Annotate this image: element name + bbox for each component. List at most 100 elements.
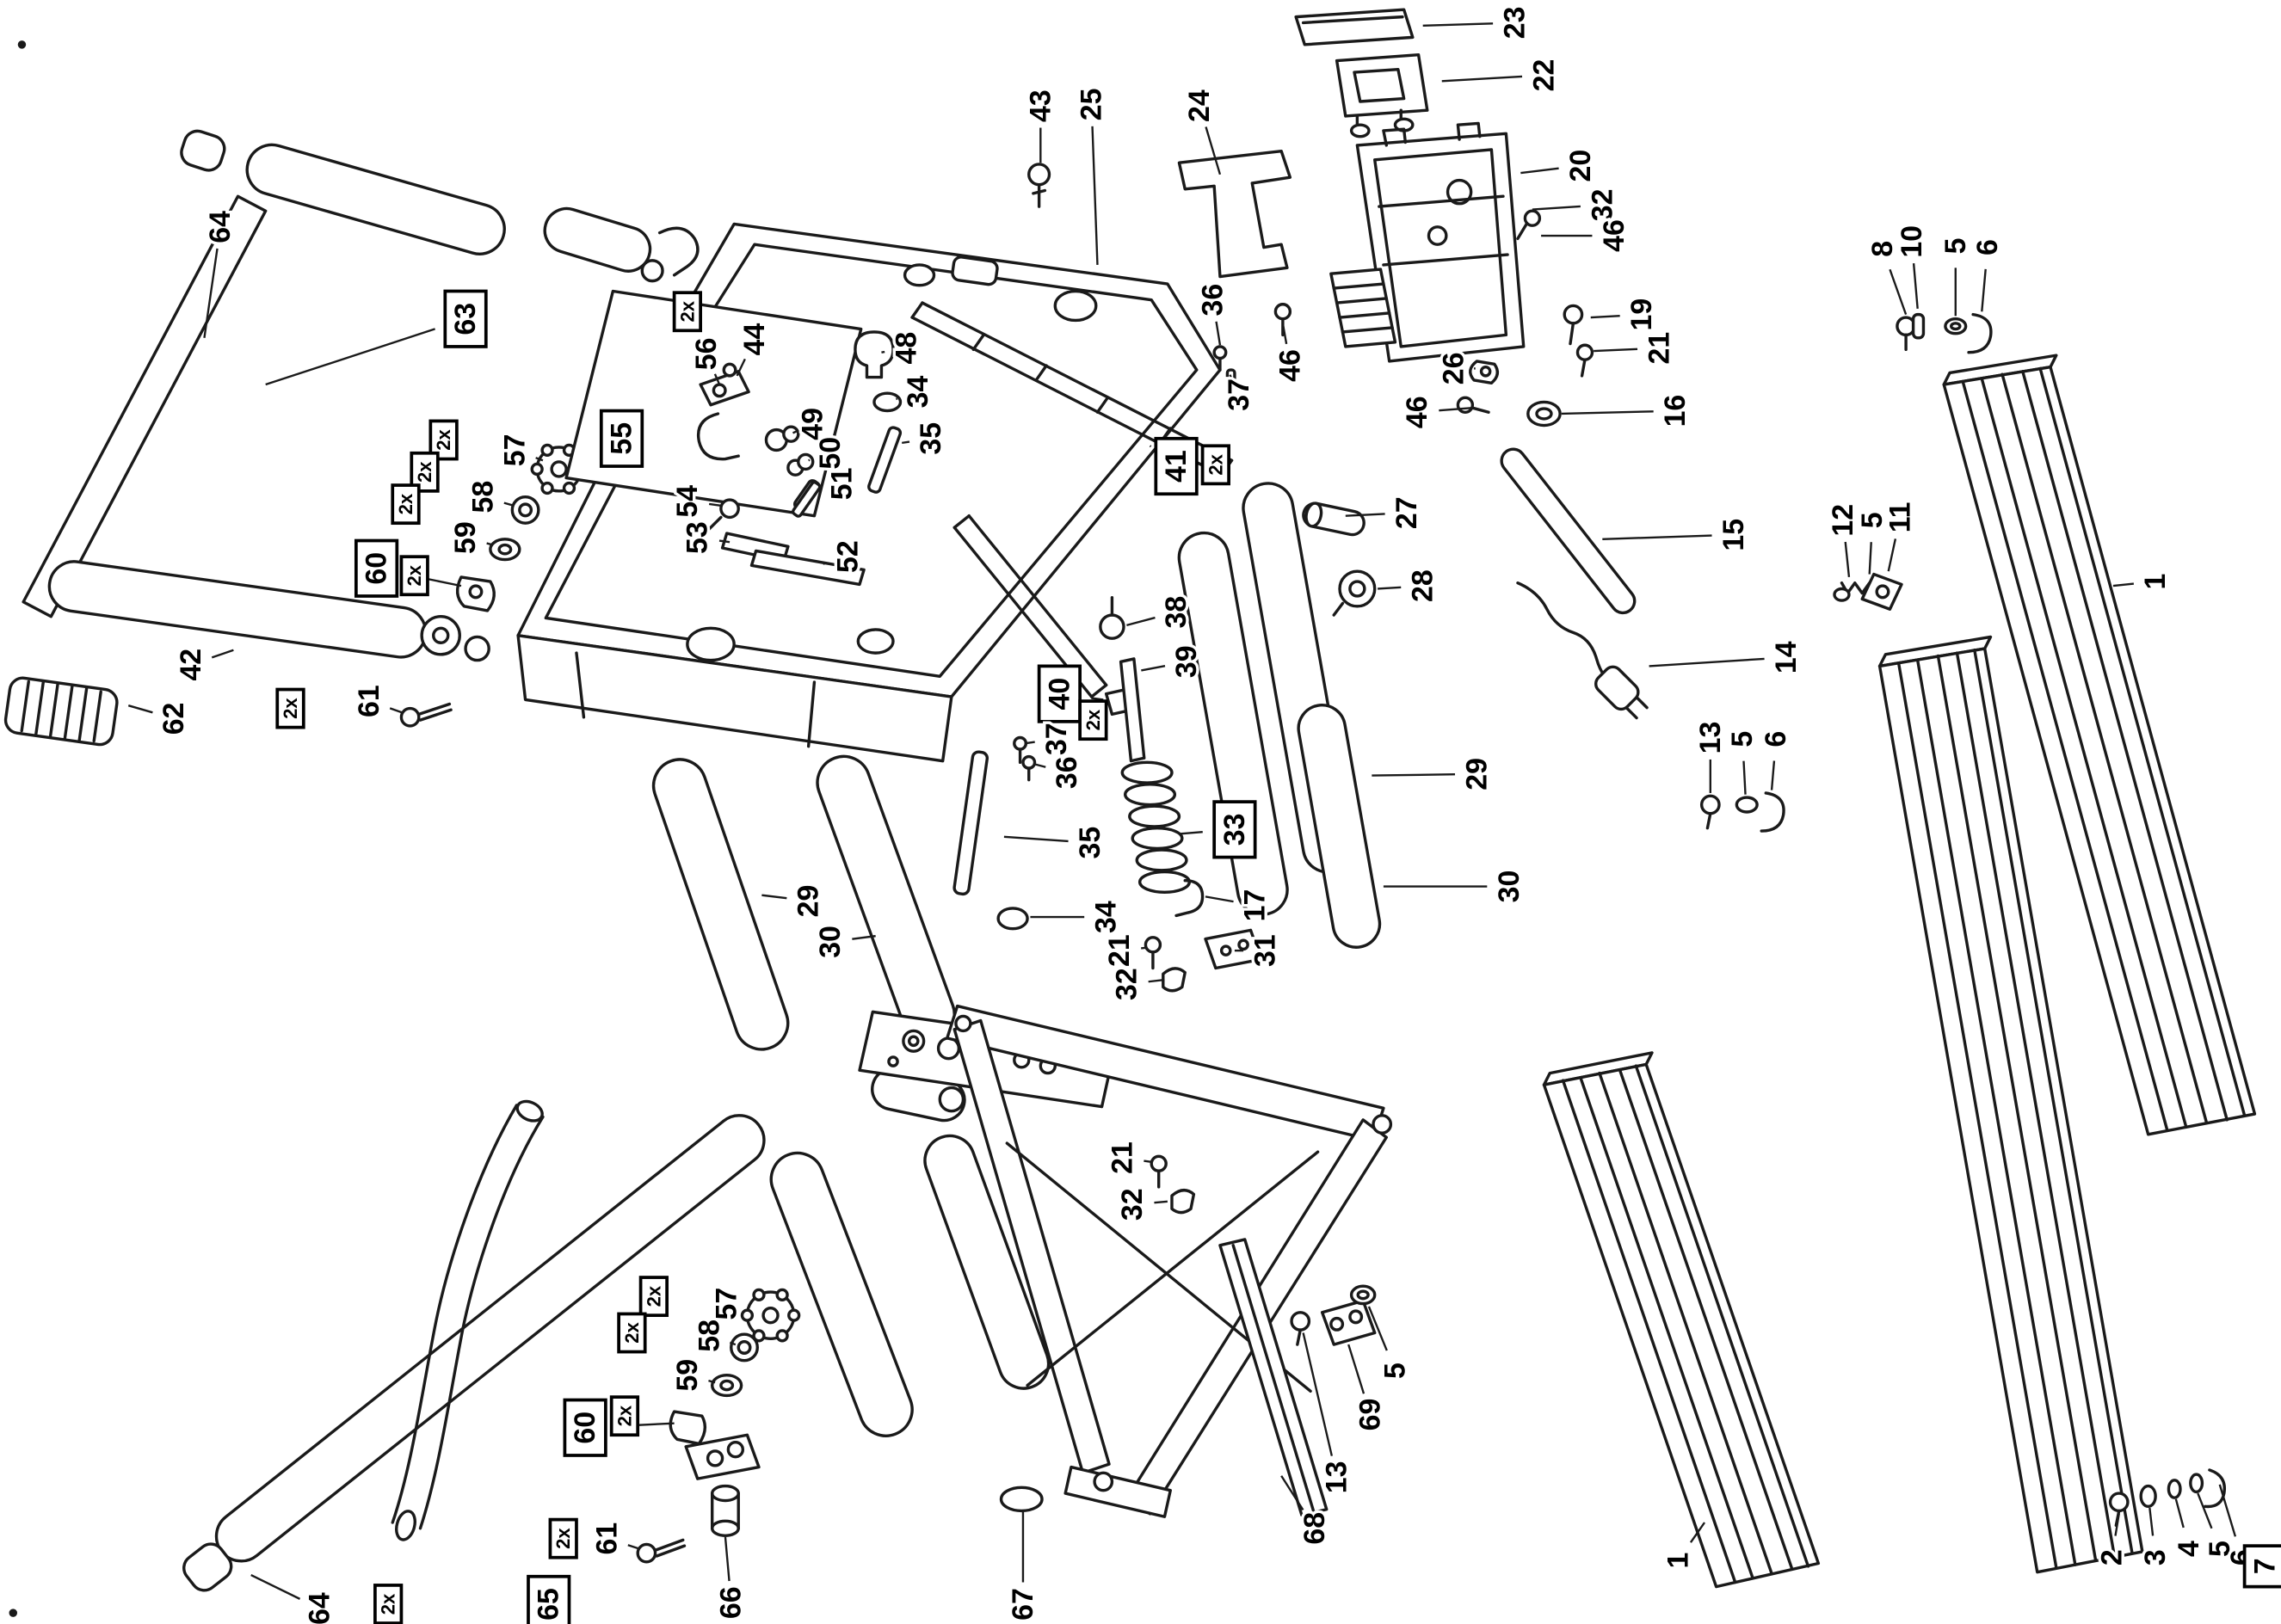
part-label-49: 49 [792, 405, 832, 443]
column-tubes-right [1177, 482, 1382, 949]
plug-14 [1594, 665, 1649, 720]
end-cap-64 [182, 1542, 233, 1592]
part-label-64: 64 [250, 1573, 339, 1624]
part-label-35: 35 [1003, 823, 1109, 862]
part-label-13: 13 [1691, 718, 1729, 793]
svg-text:40: 40 [1043, 678, 1076, 710]
knurled-cap-62 [3, 676, 119, 747]
svg-text:37: 37 [1223, 378, 1255, 411]
svg-text:10: 10 [1896, 225, 1928, 258]
svg-text:4: 4 [2173, 1541, 2205, 1557]
svg-text:21: 21 [1643, 332, 1675, 365]
part-label-3: 3 [2136, 1507, 2175, 1569]
part-label-58: 58 [464, 477, 515, 516]
svg-text:57: 57 [711, 1288, 743, 1320]
part-label-57: 57 [496, 431, 544, 470]
svg-text:19: 19 [1625, 298, 1658, 331]
svg-text:2x: 2x [395, 493, 416, 514]
svg-text:58: 58 [466, 481, 499, 514]
svg-text:52: 52 [831, 540, 864, 573]
svg-text:2x: 2x [280, 698, 301, 719]
svg-text:60: 60 [569, 1412, 601, 1444]
svg-text:13: 13 [1321, 1461, 1353, 1494]
svg-text:3: 3 [2139, 1549, 2172, 1566]
part-label-5: 5 [1853, 509, 1891, 575]
quantity-label: 2x [428, 419, 459, 461]
svg-text:20: 20 [1564, 150, 1597, 182]
part-label-46: 46 [1398, 393, 1473, 432]
part-label-19: 19 [1590, 295, 1661, 334]
star-knob-57 [740, 1288, 801, 1343]
svg-text:5: 5 [1939, 237, 1972, 254]
tube-segment [543, 206, 652, 273]
bracket-24 [1177, 149, 1292, 279]
part-label-35: 35 [902, 420, 951, 458]
svg-text:62: 62 [157, 703, 190, 735]
clamp-60 [669, 1410, 707, 1446]
part-label-21: 21 [1100, 932, 1148, 969]
screw-19 [1563, 304, 1584, 325]
svg-text:46: 46 [1598, 219, 1631, 252]
part-label-6: 6 [1969, 237, 2007, 312]
part-label-15: 15 [1602, 515, 1753, 554]
knob-48 [854, 330, 895, 379]
part-label-26: 26 [1434, 349, 1476, 388]
cap-34 [996, 907, 1029, 931]
screw-37 [1013, 735, 1028, 751]
part-label-32: 32 [1532, 186, 1622, 225]
part-label-22: 22 [1441, 56, 1563, 95]
screw-61 [636, 1542, 657, 1564]
svg-text:12: 12 [1827, 504, 1859, 537]
screw-36 [1021, 754, 1037, 770]
part-label-50: 50 [808, 434, 849, 472]
svg-text:30: 30 [1493, 870, 1526, 903]
hardware-bottom-right [2108, 1468, 2227, 1528]
svg-text:41: 41 [1160, 450, 1193, 483]
quantity-label: 2x [609, 1395, 640, 1437]
quantity-label: 2x [638, 1276, 669, 1318]
svg-text:24: 24 [1183, 89, 1216, 122]
svg-text:2x: 2x [404, 564, 425, 586]
end-cap [180, 129, 226, 172]
svg-text:59: 59 [449, 521, 482, 554]
pin-10 [1911, 312, 1926, 340]
svg-text:11: 11 [1883, 501, 1916, 532]
svg-text:2x: 2x [643, 1285, 664, 1307]
quantity-label: 2x [1200, 444, 1230, 486]
profile-panel-left [1542, 1051, 1821, 1589]
svg-text:54: 54 [671, 485, 704, 518]
washer-3 [2139, 1484, 2157, 1509]
bracket-69 [1320, 1299, 1377, 1346]
part-label-30: 30 [1383, 867, 1528, 906]
part-label-30: 30 [811, 923, 876, 961]
svg-text:28: 28 [1407, 569, 1439, 602]
part-label-17: 17 [1205, 886, 1274, 925]
part-label-13: 13 [1302, 1332, 1356, 1497]
part-label-42: 42 [172, 645, 234, 684]
svg-text:46: 46 [1273, 349, 1306, 382]
stray-mark [17, 40, 27, 49]
svg-text:63: 63 [449, 303, 482, 335]
svg-text:1: 1 [1662, 1553, 1695, 1569]
svg-text:2x: 2x [621, 1322, 643, 1344]
washer-5 [2189, 1473, 2204, 1494]
svg-text:15: 15 [1717, 519, 1750, 551]
svg-text:37: 37 [1040, 723, 1073, 755]
svg-text:49: 49 [797, 408, 829, 440]
svg-text:32: 32 [1110, 968, 1143, 1000]
svg-text:59: 59 [671, 1359, 704, 1392]
part-label-16: 16 [1561, 391, 1695, 430]
part-label-36: 36 [1193, 280, 1232, 346]
folding-frame-67 [858, 1004, 1393, 1518]
svg-text:53: 53 [681, 521, 714, 554]
rod-35 [952, 750, 989, 896]
part-label-68: 68 [1280, 1475, 1335, 1547]
part-label-53: 53 [678, 519, 731, 557]
stray-mark [9, 1609, 18, 1617]
svg-text:61: 61 [353, 685, 385, 717]
svg-text:5: 5 [2204, 1541, 2236, 1557]
part-label-11: 11 [1881, 499, 1920, 572]
svg-text:64: 64 [303, 1592, 336, 1624]
svg-text:68: 68 [1298, 1512, 1331, 1545]
switch-assembly [1027, 8, 1649, 720]
